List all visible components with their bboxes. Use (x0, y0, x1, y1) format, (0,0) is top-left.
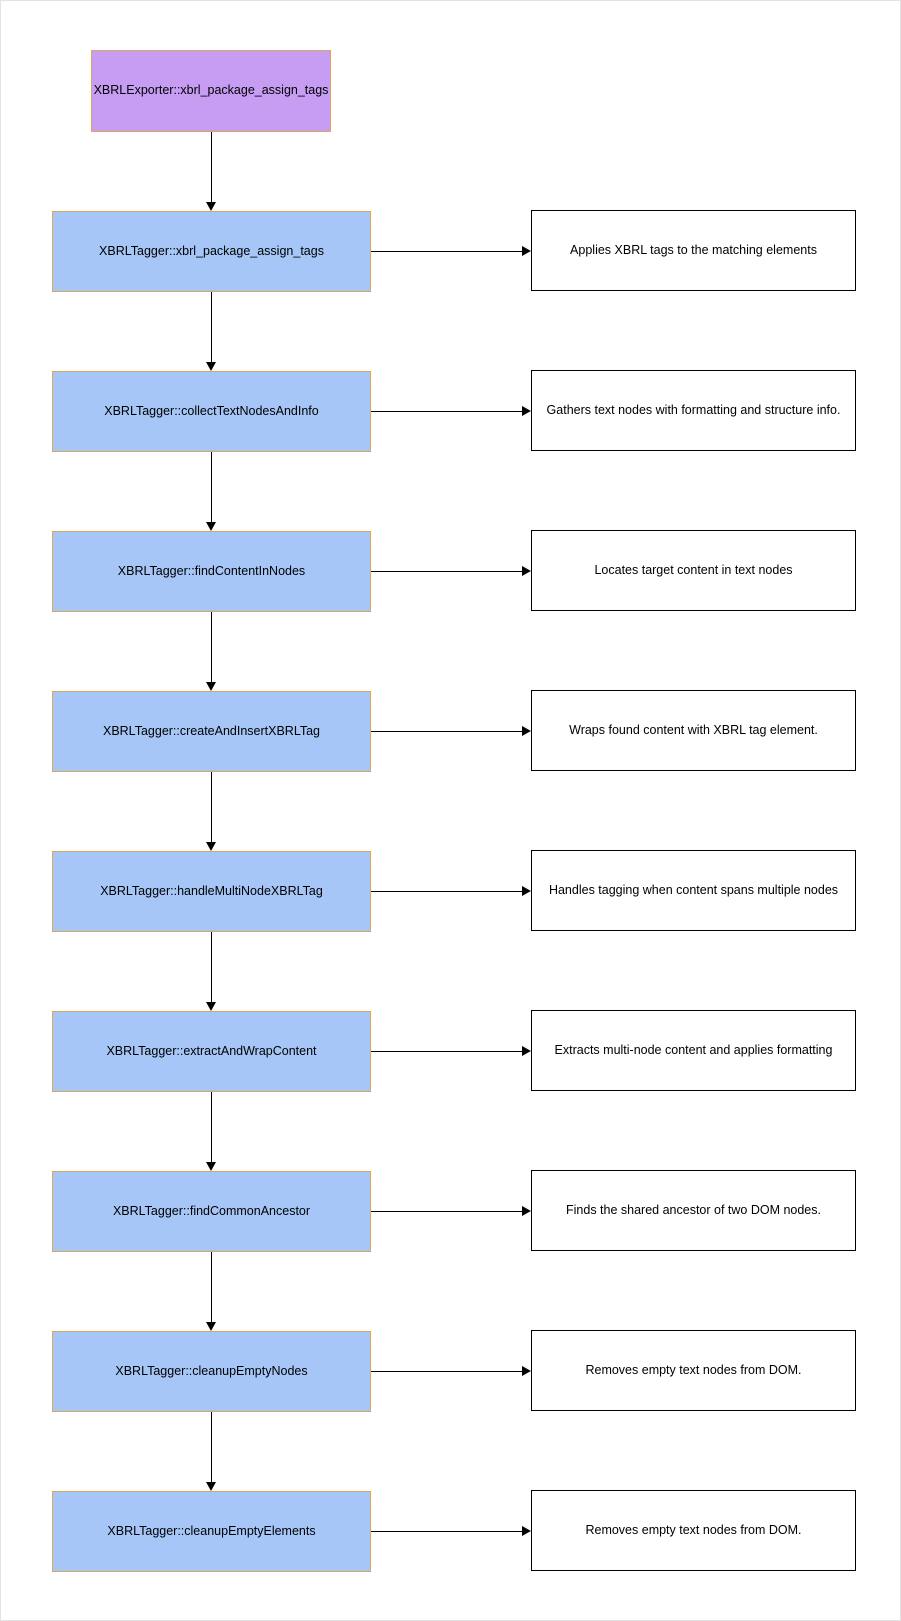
arrowhead-down-icon (206, 682, 216, 691)
step-label: XBRLTagger::findContentInNodes (117, 563, 306, 578)
connector-line (211, 132, 212, 202)
arrowhead-right-icon (522, 1366, 531, 1376)
step-label: XBRLTagger::extractAndWrapContent (106, 1043, 317, 1058)
flowchart-node-step[interactable]: XBRLTagger::createAndInsertXBRLTag (52, 691, 371, 772)
connector-line (371, 1211, 522, 1212)
connector-line (211, 612, 212, 682)
arrowhead-right-icon (522, 726, 531, 736)
arrowhead-down-icon (206, 1482, 216, 1491)
flowchart-node-step[interactable]: XBRLTagger::findCommonAncestor (52, 1171, 371, 1252)
connector-line (371, 731, 522, 732)
connector-line (211, 1412, 212, 1482)
flowchart-node-description[interactable]: Handles tagging when content spans multi… (531, 850, 856, 931)
connector-line (211, 1092, 212, 1162)
flowchart-node-description[interactable]: Gathers text nodes with formatting and s… (531, 370, 856, 451)
step-label: XBRLTagger::collectTextNodesAndInfo (104, 403, 319, 418)
description-label: Removes empty text nodes from DOM. (585, 1522, 802, 1537)
connector-line (371, 1531, 522, 1532)
flowchart-node-description[interactable]: Locates target content in text nodes (531, 530, 856, 611)
description-label: Removes empty text nodes from DOM. (585, 1362, 802, 1377)
connector-line (371, 571, 522, 572)
flowchart-node-step[interactable]: XBRLTagger::xbrl_package_assign_tags (52, 211, 371, 292)
description-label: Handles tagging when content spans multi… (548, 882, 839, 897)
connector-line (371, 1051, 522, 1052)
description-label: Locates target content in text nodes (594, 562, 793, 577)
connector-line (211, 452, 212, 522)
connector-line (211, 1252, 212, 1322)
description-label: Wraps found content with XBRL tag elemen… (569, 722, 818, 737)
description-label: Applies XBRL tags to the matching elemen… (570, 242, 817, 257)
arrowhead-down-icon (206, 1162, 216, 1171)
flowchart-node-step[interactable]: XBRLTagger::handleMultiNodeXBRLTag (52, 851, 371, 932)
flowchart-node-description[interactable]: Finds the shared ancestor of two DOM nod… (531, 1170, 856, 1251)
flowchart-node-step[interactable]: XBRLTagger::cleanupEmptyElements (52, 1491, 371, 1572)
description-label: Gathers text nodes with formatting and s… (546, 402, 841, 417)
arrowhead-down-icon (206, 1322, 216, 1331)
connector-line (211, 292, 212, 362)
root-label: XBRLExporter::xbrl_package_assign_tags (93, 83, 329, 98)
arrowhead-right-icon (522, 1046, 531, 1056)
flowchart-node-description[interactable]: Wraps found content with XBRL tag elemen… (531, 690, 856, 771)
flowchart-node-step[interactable]: XBRLTagger::cleanupEmptyNodes (52, 1331, 371, 1412)
connector-line (211, 772, 212, 842)
arrowhead-right-icon (522, 406, 531, 416)
step-label: XBRLTagger::xbrl_package_assign_tags (99, 243, 324, 258)
arrowhead-right-icon (522, 246, 531, 256)
connector-line (371, 891, 522, 892)
arrowhead-down-icon (206, 1002, 216, 1011)
description-label: Extracts multi-node content and applies … (554, 1042, 833, 1057)
arrowhead-down-icon (206, 842, 216, 851)
step-label: XBRLTagger::handleMultiNodeXBRLTag (100, 883, 323, 898)
connector-line (211, 932, 212, 1002)
flowchart-node-step[interactable]: XBRLTagger::collectTextNodesAndInfo (52, 371, 371, 452)
arrowhead-right-icon (522, 886, 531, 896)
arrowhead-right-icon (522, 566, 531, 576)
step-label: XBRLTagger::createAndInsertXBRLTag (102, 723, 321, 738)
connector-line (371, 411, 522, 412)
connector-line (371, 1371, 522, 1372)
flowchart-node-root[interactable]: XBRLExporter::xbrl_package_assign_tags (91, 50, 331, 132)
step-label: XBRLTagger::cleanupEmptyNodes (115, 1363, 308, 1378)
step-label: XBRLTagger::cleanupEmptyElements (107, 1523, 316, 1538)
flowchart-node-step[interactable]: XBRLTagger::extractAndWrapContent (52, 1011, 371, 1092)
flowchart-node-description[interactable]: Applies XBRL tags to the matching elemen… (531, 210, 856, 291)
arrowhead-down-icon (206, 522, 216, 531)
flowchart-node-description[interactable]: Extracts multi-node content and applies … (531, 1010, 856, 1091)
connector-line (371, 251, 522, 252)
flowchart-node-step[interactable]: XBRLTagger::findContentInNodes (52, 531, 371, 612)
flowchart-node-description[interactable]: Removes empty text nodes from DOM. (531, 1330, 856, 1411)
arrowhead-down-icon (206, 202, 216, 211)
arrowhead-right-icon (522, 1206, 531, 1216)
description-label: Finds the shared ancestor of two DOM nod… (566, 1202, 821, 1217)
arrowhead-down-icon (206, 362, 216, 371)
flowchart-node-description[interactable]: Removes empty text nodes from DOM. (531, 1490, 856, 1571)
step-label: XBRLTagger::findCommonAncestor (112, 1203, 311, 1218)
arrowhead-right-icon (522, 1526, 531, 1536)
